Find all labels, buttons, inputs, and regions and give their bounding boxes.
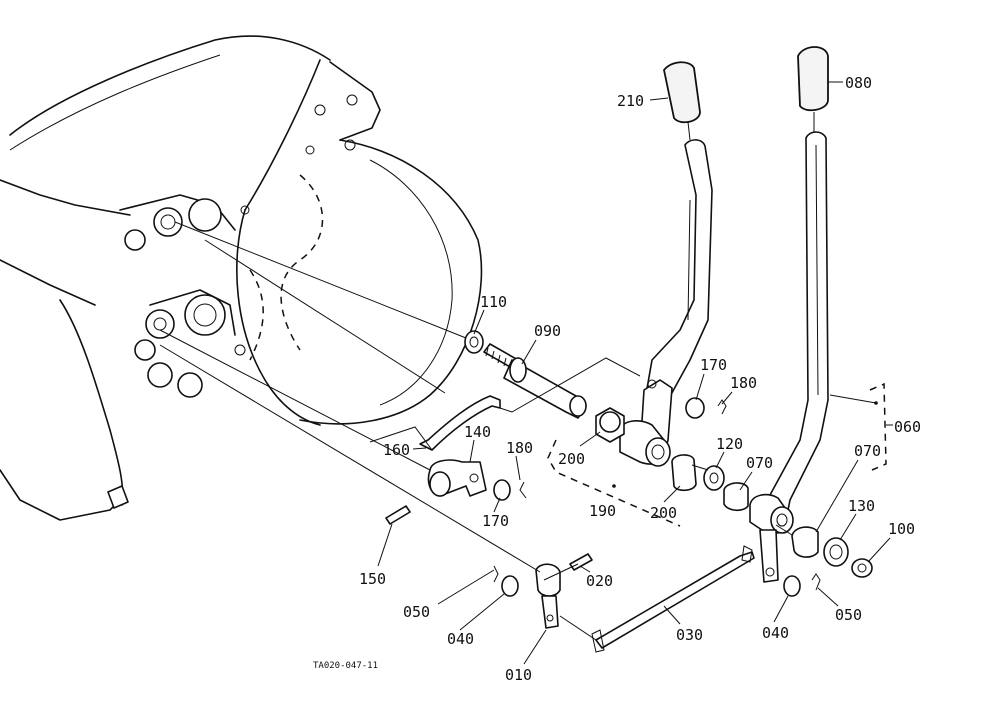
bushing-070a bbox=[723, 482, 749, 512]
callout-c050a: 050 bbox=[403, 603, 430, 621]
callout-c200b: 200 bbox=[650, 504, 677, 522]
pin-150 bbox=[385, 505, 411, 525]
shaft-090 bbox=[483, 343, 587, 419]
callout-c040b: 040 bbox=[762, 624, 789, 642]
callout-c180b: 180 bbox=[506, 439, 533, 457]
washer-040b bbox=[783, 575, 801, 597]
callout-c180a: 180 bbox=[730, 374, 757, 392]
callout-c010: 010 bbox=[505, 666, 532, 684]
bushing-200b bbox=[671, 454, 697, 492]
callout-c090: 090 bbox=[534, 322, 561, 340]
small-parts bbox=[385, 330, 873, 597]
callout-c190: 190 bbox=[589, 502, 616, 520]
callout-c150: 150 bbox=[359, 570, 386, 588]
callout-c140: 140 bbox=[464, 423, 491, 441]
washer-170b bbox=[493, 479, 511, 501]
link-rods bbox=[535, 545, 755, 653]
callout-leaders bbox=[377, 81, 893, 665]
callout-c020: 020 bbox=[586, 572, 613, 590]
callout-c130: 130 bbox=[848, 497, 875, 515]
lever-knob-080 bbox=[797, 46, 829, 112]
hand-lever-080 bbox=[749, 46, 829, 583]
washer-040a bbox=[501, 575, 519, 597]
callout-c050b: 050 bbox=[835, 606, 862, 624]
nut-100 bbox=[851, 558, 873, 578]
lever-knob-210 bbox=[663, 61, 701, 124]
transmission-housing bbox=[0, 35, 483, 521]
callout-c210: 210 bbox=[617, 92, 644, 110]
washer-170a bbox=[685, 397, 705, 419]
callout-c060: 060 bbox=[894, 418, 921, 436]
washer-120 bbox=[703, 465, 725, 491]
callout-c110: 110 bbox=[480, 293, 507, 311]
washer-110 bbox=[464, 330, 484, 354]
callout-c160: 160 bbox=[383, 441, 410, 459]
callout-c080: 080 bbox=[845, 74, 872, 92]
callout-c040a: 040 bbox=[447, 630, 474, 648]
callout-c070a: 070 bbox=[746, 454, 773, 472]
assembly-lines bbox=[159, 221, 793, 641]
washer-130 bbox=[823, 537, 849, 567]
bushing-070b bbox=[791, 526, 819, 558]
callout-c170a: 170 bbox=[700, 356, 727, 374]
figure-reference: TA020-047-11 bbox=[313, 661, 378, 671]
callout-c100: 100 bbox=[888, 520, 915, 538]
pin-020 bbox=[569, 553, 593, 571]
callout-c170b: 170 bbox=[482, 512, 509, 530]
callout-c200a: 200 bbox=[558, 450, 585, 468]
callout-c120: 120 bbox=[716, 435, 743, 453]
hand-lever-210 bbox=[619, 61, 713, 467]
callout-c070b: 070 bbox=[854, 442, 881, 460]
callout-c030: 030 bbox=[676, 626, 703, 644]
link-rod-160 bbox=[419, 395, 501, 497]
